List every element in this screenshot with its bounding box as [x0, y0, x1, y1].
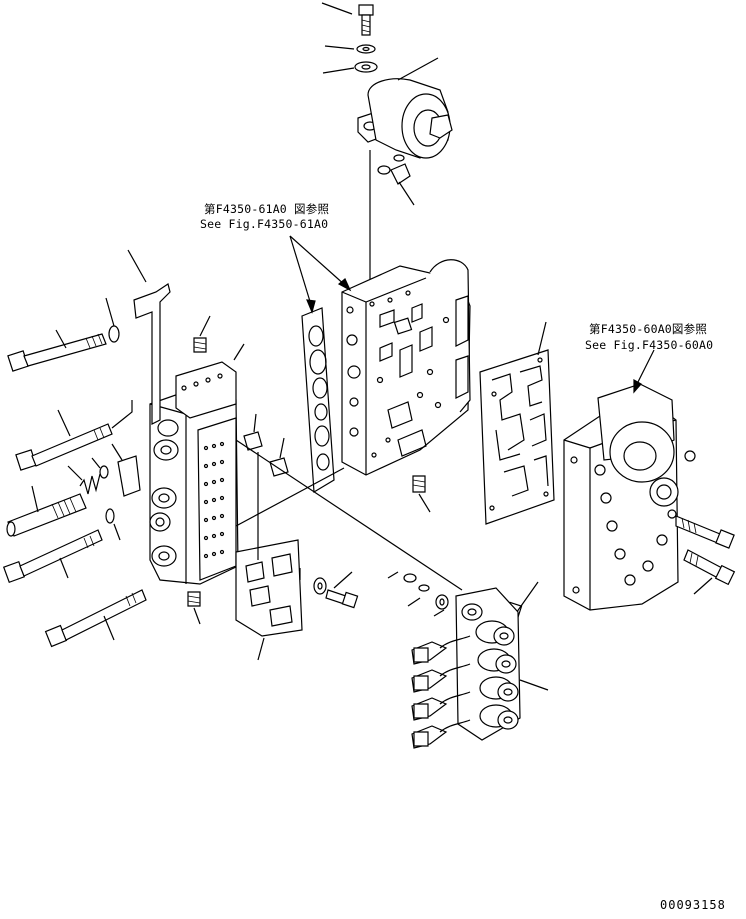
long-bolt-1: [8, 330, 106, 371]
lower-left-valve-body: [150, 344, 244, 584]
callout-60a0-japanese: 第F4350-60A0図参照: [589, 322, 708, 336]
solenoid-bank: [412, 588, 548, 748]
top-o-ring-small: [378, 155, 414, 205]
small-bolt-center: [326, 572, 358, 608]
small-ring: [92, 458, 108, 478]
drawing-number: 00093158: [660, 898, 726, 912]
alignment-line-cross: [236, 440, 462, 590]
solenoid-4: [412, 705, 518, 748]
retainer-clip: [112, 444, 140, 496]
small-washer-center: [314, 578, 326, 594]
callout-60a0-english: See Fig.F4350-60A0: [585, 338, 714, 352]
spool: [7, 486, 86, 536]
top-bolt: [322, 3, 373, 35]
washer-bolt-3: [106, 509, 120, 540]
right-bolt-2: [684, 550, 734, 594]
solenoid-1: [412, 621, 514, 664]
top-flat-washer: [323, 62, 377, 73]
callout-61a0-english: See Fig.F4350-61A0: [200, 217, 329, 231]
separator-plate: [480, 322, 554, 524]
solenoid-3: [412, 677, 518, 720]
o-rings-center: [388, 572, 448, 616]
plug-bottom-left: [188, 592, 200, 624]
right-bolt-1: [676, 516, 734, 548]
top-solenoid-valve: [358, 58, 452, 158]
top-lock-washer: [325, 45, 375, 53]
upper-valve-body: [342, 260, 470, 475]
right-cover: [564, 350, 695, 610]
long-bolt-3: [4, 530, 102, 582]
callout-61a0-japanese: 第F4350-61A0 図参照: [204, 202, 330, 216]
long-bolt-2: [16, 400, 132, 470]
alignment-line-body: [236, 468, 344, 526]
solenoid-2: [412, 649, 516, 692]
spring: [68, 466, 100, 494]
gasket-left: [302, 308, 334, 492]
long-bolt-4: [46, 590, 146, 646]
washer-bolt-1: [106, 298, 119, 342]
plugs-middle: [244, 414, 288, 476]
bracket: [128, 250, 170, 424]
plug-top-left: [194, 316, 210, 352]
lower-gasket: [236, 540, 302, 660]
plug-upper: [413, 476, 430, 512]
callout-61a0-arrows: [290, 236, 350, 312]
